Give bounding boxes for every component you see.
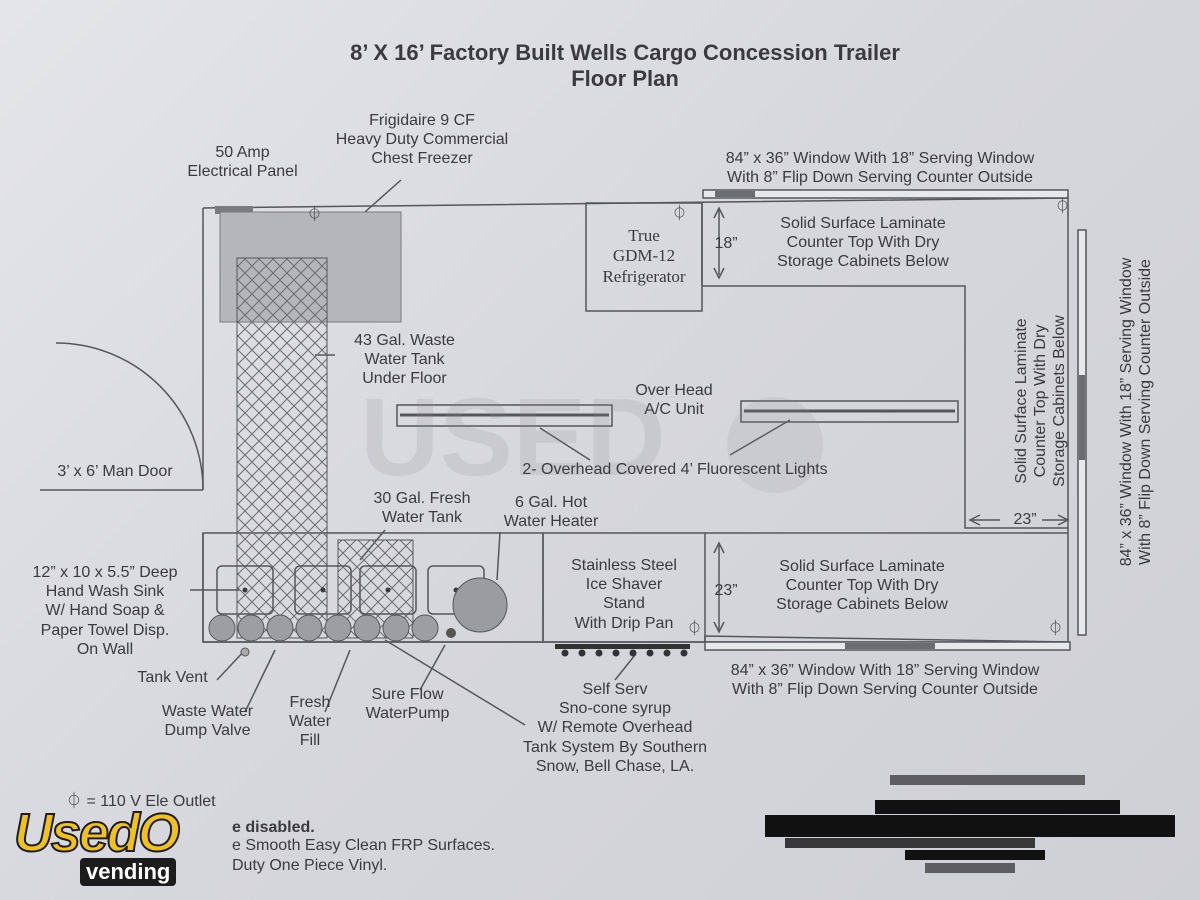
dimension-23-left-label: 23” <box>714 582 738 599</box>
legend-line-3: e Smooth Easy Clean FRP Surfaces. <box>232 837 495 854</box>
man-door-label: 3’ x 6’ Man Door <box>57 463 173 480</box>
outlet-icon: ⏀ <box>307 206 323 223</box>
dimension-18-label: 18” <box>714 235 738 252</box>
dimension-23-right-label: 23” <box>1013 511 1037 528</box>
window-bottom-label: 84” x 36” Window With 18” Serving Window… <box>730 662 1040 699</box>
legend-line-4: Duty One Piece Vinyl. <box>232 857 388 874</box>
window-right-label: 84” x 36” Window With 18” Serving Window… <box>1118 257 1155 567</box>
used-vending-logo: UsedO vending <box>13 802 181 886</box>
outlet-icon: ⏀ <box>1048 620 1064 637</box>
outlet-icon: ⏀ <box>672 205 688 222</box>
tank-vent-label: Tank Vent <box>137 669 208 686</box>
outlet-icon: ⏀ <box>66 793 83 810</box>
window-top-label: 84” x 36” Window With 18” Serving Window… <box>725 150 1035 187</box>
legend-line-2: e disabled. <box>232 819 315 836</box>
svg-text:USED: USED <box>360 376 666 499</box>
outlet-icon: ⏀ <box>1055 198 1071 215</box>
lights-label: 2- Overhead Covered 4’ Fluorescent Light… <box>522 461 828 478</box>
outlet-icon: ⏀ <box>687 620 703 637</box>
legend-outlet: ⏀ = 110 V Ele Outlet <box>66 793 216 810</box>
plan-subtitle: Floor Plan <box>571 66 679 91</box>
plan-title: 8’ X 16’ Factory Built Wells Cargo Conce… <box>350 40 900 65</box>
